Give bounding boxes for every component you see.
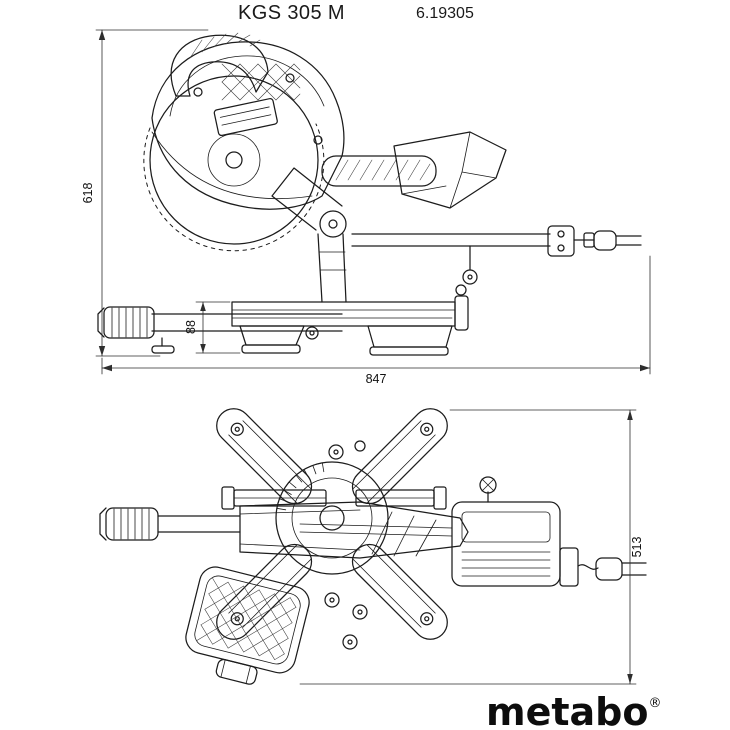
motor-housing-top [185,566,310,685]
rail-housing [451,476,579,587]
slide-rails [351,225,595,257]
leg-arm-lower-right [351,543,448,640]
dimension-height: 618 [81,29,209,357]
pivot-joint [319,210,347,238]
power-plug-top [577,557,647,581]
right-foot [367,325,453,348]
dim-height-label: 618 [81,183,95,204]
dimension-depth: 513 [299,409,644,685]
registered-trademark-symbol: ® [648,696,662,711]
brand-plate [213,98,278,137]
clamp-knob [479,476,497,494]
depth-stop-screw [462,245,478,285]
slide-carriage [99,501,469,559]
brand-wordmark: metabo [486,690,649,730]
exhaust-port [215,658,258,685]
brand-logo: metabo® [486,690,661,730]
top-view [99,408,647,685]
carry-handle [321,155,437,187]
dust-chute [393,131,507,209]
dim-depth-label: 513 [630,537,644,558]
left-foot [239,325,305,346]
dimension-length: 847 [101,255,651,386]
dim-length-label: 847 [366,372,387,386]
slide-knob [103,306,155,339]
dim-base-height-label: 88 [184,320,198,334]
turntable [275,461,389,575]
fence [221,486,447,510]
power-plug [593,230,642,251]
leg-arm-upper-left [216,408,313,505]
screws [324,440,368,650]
base-and-table [97,284,469,356]
handle [170,32,269,97]
support-column [271,167,347,303]
model-title: KGS 305 M [238,2,345,24]
saw-blade [143,75,325,252]
dimension-base-height: 88 [184,301,241,354]
blade-guard [151,41,345,210]
slide-knob-top [105,507,159,541]
article-number: 6.19305 [416,5,474,22]
leg-arm-upper-right [351,408,448,505]
side-view [97,32,642,356]
